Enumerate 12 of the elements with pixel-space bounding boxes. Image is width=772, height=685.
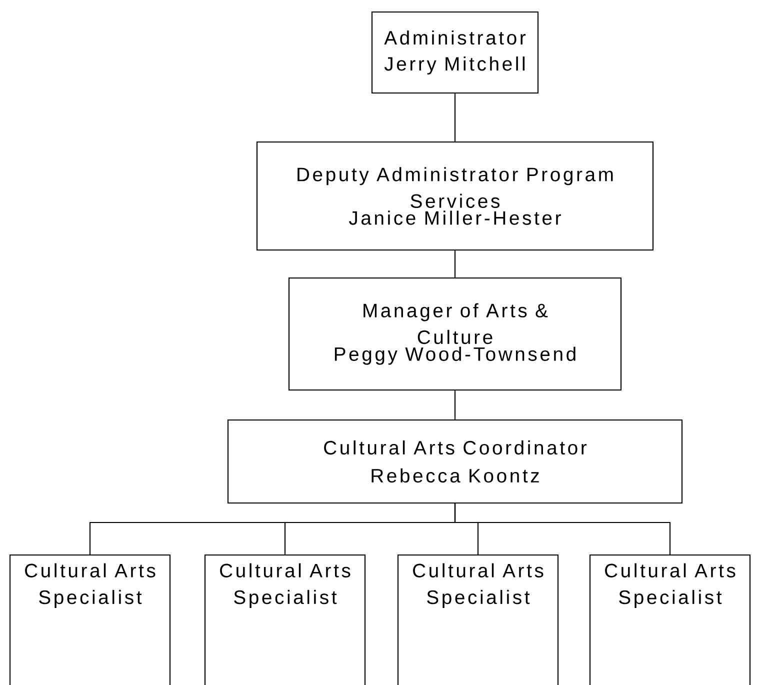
connector-line — [454, 504, 671, 555]
org-box: Cultural Arts Specialist — [589, 554, 751, 685]
org-box: Cultural Arts Coordinator Rebecca Koontz — [227, 419, 683, 504]
org-box: Cultural Arts Specialist — [9, 554, 171, 685]
connector-line — [454, 250, 456, 278]
connector-line — [454, 94, 456, 142]
org-box: Cultural Arts Specialist — [204, 554, 366, 685]
org-box: Manager of Arts & Culture Peggy Wood-Townsend — [288, 277, 622, 391]
org-box: Deputy Administrator Program Services Janice Miller-Hester — [256, 141, 654, 251]
org-box: Cultural Arts Specialist — [397, 554, 559, 685]
connector-line — [454, 390, 456, 420]
org-box: Administrator Jerry Mitchell — [371, 11, 539, 94]
